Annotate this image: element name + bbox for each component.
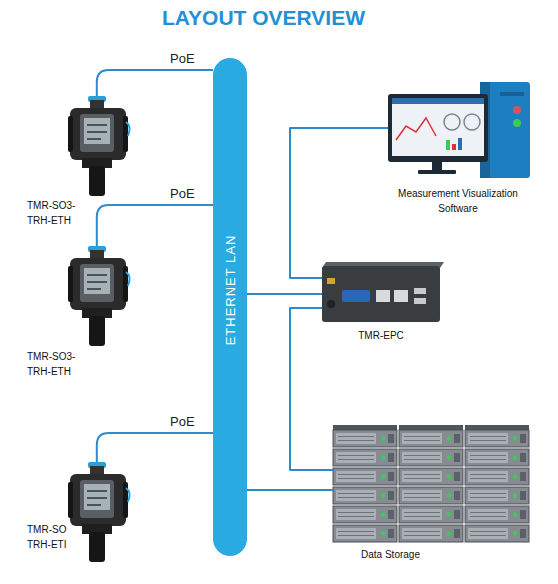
network-cable bbox=[247, 293, 322, 295]
network-cable bbox=[247, 489, 333, 491]
device-label: TMR-SO TRH-ETI bbox=[27, 522, 79, 552]
connection-label: PoE bbox=[170, 186, 195, 201]
network-cable bbox=[290, 128, 388, 278]
sensor-device: TMR-SO3- TRH-ETH bbox=[68, 246, 128, 346]
network-cable bbox=[97, 70, 213, 96]
connection-label: PoE bbox=[170, 414, 195, 429]
connection-label: PoE bbox=[170, 51, 195, 66]
server-rack: Data Storage bbox=[333, 428, 530, 546]
network-cable bbox=[97, 433, 213, 462]
device-label: TMR-SO3- TRH-ETH bbox=[27, 198, 79, 228]
device-label: TMR-SO3- TRH-ETH bbox=[27, 349, 79, 379]
workstation: Measurement Visualization Software bbox=[388, 82, 530, 182]
device-label: TMR-EPC bbox=[322, 328, 440, 343]
edge-pc: TMR-EPC bbox=[322, 264, 440, 322]
device-label: Data Storage bbox=[313, 547, 468, 562]
network-cable bbox=[97, 205, 213, 246]
diagram-title: LAYOUT OVERVIEW bbox=[0, 6, 527, 30]
sensor-device: TMR-SO TRH-ETI bbox=[68, 462, 128, 557]
bus-label: ETHERNET LAN bbox=[223, 235, 238, 346]
network-cable bbox=[290, 308, 333, 470]
sensor-device: TMR-SO3- TRH-ETH bbox=[68, 96, 128, 196]
device-label: Measurement Visualization Software bbox=[383, 186, 533, 216]
network-bus: ETHERNET LAN bbox=[213, 58, 247, 556]
